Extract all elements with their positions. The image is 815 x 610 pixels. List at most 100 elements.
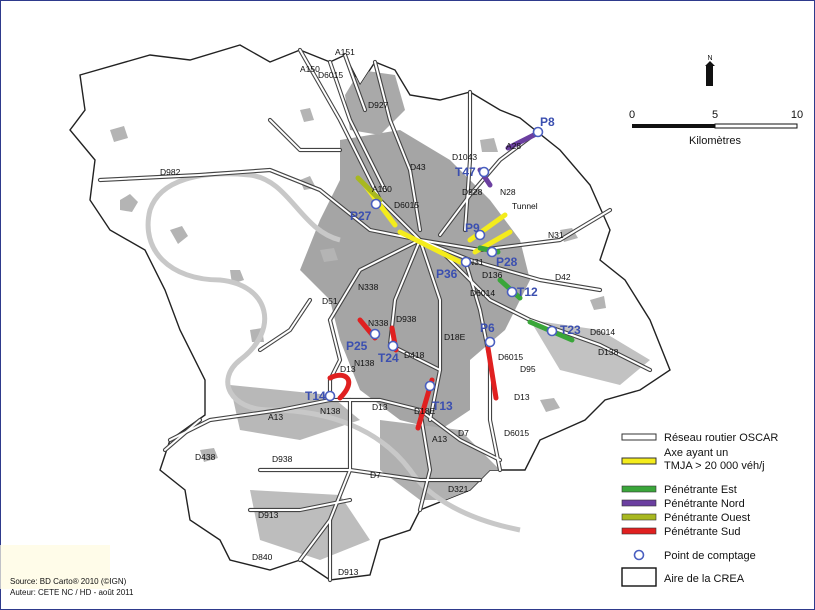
point-label: T47 [455, 165, 476, 179]
legend-item-crea: Aire de la CREA [621, 567, 745, 587]
source-highlight [0, 545, 110, 589]
road-label: A150 [372, 184, 392, 194]
count-marker-icon [370, 198, 382, 210]
road-label: D51 [322, 296, 338, 306]
road-label: D42 [555, 272, 571, 282]
counting-point-t24[interactable]: T24 [378, 340, 399, 366]
north-letter: N [707, 55, 712, 62]
source-credits: Source: BD Carto® 2010 (©IGN) Auteur: CE… [0, 545, 134, 597]
svg-text:TMJA > 20 000 véh/j: TMJA > 20 000 véh/j [664, 460, 765, 472]
counting-point-p8[interactable]: P8 [532, 115, 556, 138]
count-marker-icon [506, 286, 518, 298]
count-marker-icon [633, 549, 645, 561]
point-label: P25 [346, 339, 368, 353]
legend-item-nord: Pénétrante Nord [621, 498, 745, 510]
counting-points: P8 T47 P27 P9 P28 P36 T12 T23 [305, 115, 581, 413]
counting-point-t23[interactable]: T23 [546, 323, 582, 337]
counting-point-t47[interactable]: T47 [455, 165, 490, 179]
counting-point-p28[interactable]: P28 [486, 246, 518, 270]
road-label: N338 [358, 282, 379, 292]
road-label: N28 [500, 187, 516, 197]
scale-tick-0: 0 [629, 109, 635, 121]
road-label: D138 [598, 347, 619, 357]
road-label: D6014 [470, 288, 495, 298]
road-label: D6015 [498, 352, 523, 362]
road-label: D6014 [590, 327, 615, 337]
counting-point-p9[interactable]: P9 [465, 221, 486, 241]
road-label: D7 [370, 470, 381, 480]
road-label: D438 [195, 452, 216, 462]
point-label: T14 [305, 389, 326, 403]
point-label: P27 [350, 209, 372, 223]
road-label: A13 [432, 434, 447, 444]
legend-item-est: Pénétrante Est [621, 484, 737, 496]
counting-point-t14[interactable]: T14 [305, 389, 336, 403]
count-marker-icon [460, 256, 472, 268]
svg-text:Réseau routier OSCAR: Réseau routier OSCAR [664, 432, 778, 444]
road-label: D928 [462, 187, 483, 197]
road-label: D18E [444, 332, 466, 342]
svg-text:Point de comptage: Point de comptage [664, 550, 756, 562]
road-label: N31 [468, 257, 484, 267]
road-label: D6015 [504, 428, 529, 438]
road-label: D13 [372, 402, 388, 412]
legend-item-ouest: Pénétrante Ouest [621, 512, 750, 524]
counting-point-t12[interactable]: T12 [506, 285, 539, 299]
road-label: A150 [300, 64, 320, 74]
legend-item-sud: Pénétrante Sud [621, 526, 740, 538]
road-label: D418 [404, 350, 425, 360]
point-label: T24 [378, 351, 399, 365]
svg-text:Pénétrante Est: Pénétrante Est [664, 484, 737, 496]
road-label: A13 [268, 412, 283, 422]
point-label: P36 [436, 267, 458, 281]
road-labels: A151 A150 D6015 D927 D43 D1043 A28 D928 … [160, 47, 619, 577]
scale-segment-white [714, 123, 798, 129]
road-label: D6015 [318, 70, 343, 80]
counting-point-p27[interactable]: P27 [350, 198, 382, 224]
svg-text:Pénétrante Ouest: Pénétrante Ouest [664, 512, 750, 524]
point-label: T23 [560, 323, 581, 337]
road-label: D13 [340, 364, 356, 374]
point-label: P6 [480, 321, 495, 335]
count-marker-icon [474, 229, 486, 241]
svg-text:Pénétrante Sud: Pénétrante Sud [664, 526, 740, 538]
road-label: D982 [160, 167, 181, 177]
counting-point-t13[interactable]: T13 [424, 380, 454, 414]
scale-segment-black [632, 124, 715, 128]
count-marker-icon [546, 325, 558, 337]
count-marker-icon [478, 166, 490, 178]
penetrante-ouest [355, 175, 383, 203]
north-arrow-icon [705, 61, 715, 86]
legend-item-oscar: Réseau routier OSCAR [621, 432, 778, 444]
road-label: D136 [482, 270, 503, 280]
road-label: D321 [448, 484, 469, 494]
road-label: D43 [410, 162, 426, 172]
road-label: D938 [396, 314, 417, 324]
legend-item-point: Point de comptage [633, 549, 756, 562]
road-label: D1043 [452, 152, 477, 162]
legend-item-tmja: Axe ayant un TMJA > 20 000 véh/j [621, 447, 765, 472]
road-label: D927 [368, 100, 389, 110]
road-label: N138 [320, 406, 341, 416]
counting-point-p6[interactable]: P6 [480, 321, 496, 348]
road-label: D95 [520, 364, 536, 374]
road-label: D18E [414, 406, 436, 416]
road-label: D6015 [394, 200, 419, 210]
road-label: D938 [272, 454, 293, 464]
road-label: A151 [335, 47, 355, 57]
svg-text:Aire de la CREA: Aire de la CREA [664, 573, 745, 585]
count-marker-icon [324, 390, 336, 402]
road-label: D7 [458, 428, 469, 438]
road-label: D913 [338, 567, 359, 577]
oscar-roads [97, 47, 653, 583]
count-marker-icon [369, 328, 381, 340]
urban-far-south [250, 490, 370, 560]
point-label: P28 [496, 255, 518, 269]
north-arrow: N [705, 55, 715, 86]
count-marker-icon [424, 380, 436, 392]
urban-core [300, 130, 530, 430]
road-label: Tunnel [512, 201, 538, 211]
counting-point-p25[interactable]: P25 [346, 328, 381, 354]
counting-point-p36[interactable]: P36 [436, 256, 472, 282]
